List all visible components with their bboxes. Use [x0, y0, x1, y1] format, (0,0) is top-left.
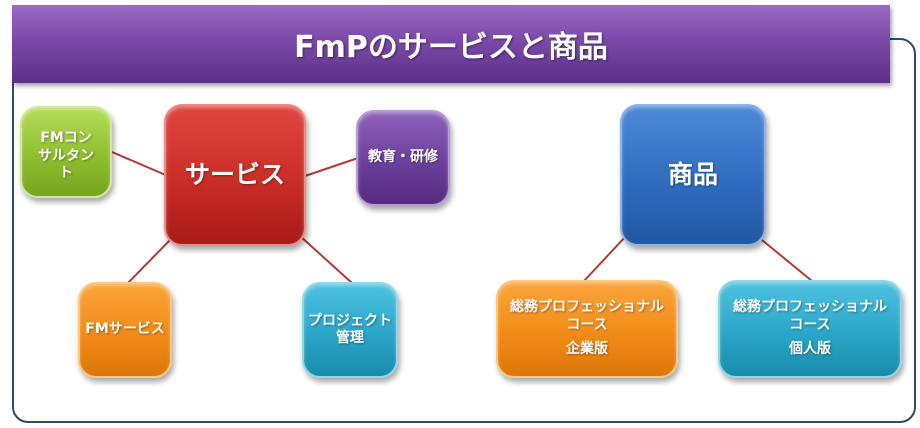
- page-title: FmPのサービスと商品: [12, 5, 890, 83]
- project-label-line1: プロジェクト: [308, 312, 392, 329]
- corp-edition-line1: 総務プロフェッショナル: [510, 299, 664, 316]
- product-node: 商品: [620, 104, 766, 246]
- project-label-line2: 管理: [336, 330, 364, 346]
- project-node: プロジェクト 管理: [302, 282, 398, 378]
- fm-consultant-label: FMコンサルタント: [38, 130, 94, 181]
- indiv-edition-line1: 総務プロフェッショナル: [733, 299, 887, 316]
- corp-edition-node: 総務プロフェッショナル コース 企業版: [496, 280, 678, 378]
- connector-service-education: [304, 157, 359, 177]
- service-label: サービス: [184, 160, 285, 190]
- education-node: 教育・研修: [356, 110, 450, 206]
- indiv-edition-label: 個人版: [789, 341, 831, 358]
- indiv-edition-node: 総務プロフェッショナル コース 個人版: [718, 280, 902, 378]
- fm-consultant-node: FMコンサルタント: [20, 106, 112, 198]
- corp-edition-label: 企業版: [566, 341, 608, 358]
- connector-service-fm-consultant: [111, 151, 169, 177]
- fm-service-label: FMサービス: [85, 321, 165, 338]
- education-label: 教育・研修: [368, 149, 438, 166]
- connector-product-indiv: [761, 239, 813, 282]
- fm-service-node: FMサービス: [78, 282, 172, 378]
- connector-product-corp: [583, 235, 627, 282]
- connector-service-fm-service: [125, 239, 171, 286]
- product-label: 商品: [667, 160, 718, 190]
- corp-edition-line2: コース: [566, 316, 608, 333]
- connector-service-project: [299, 235, 353, 284]
- indiv-edition-line2: コース: [789, 316, 831, 333]
- service-node: サービス: [164, 104, 306, 246]
